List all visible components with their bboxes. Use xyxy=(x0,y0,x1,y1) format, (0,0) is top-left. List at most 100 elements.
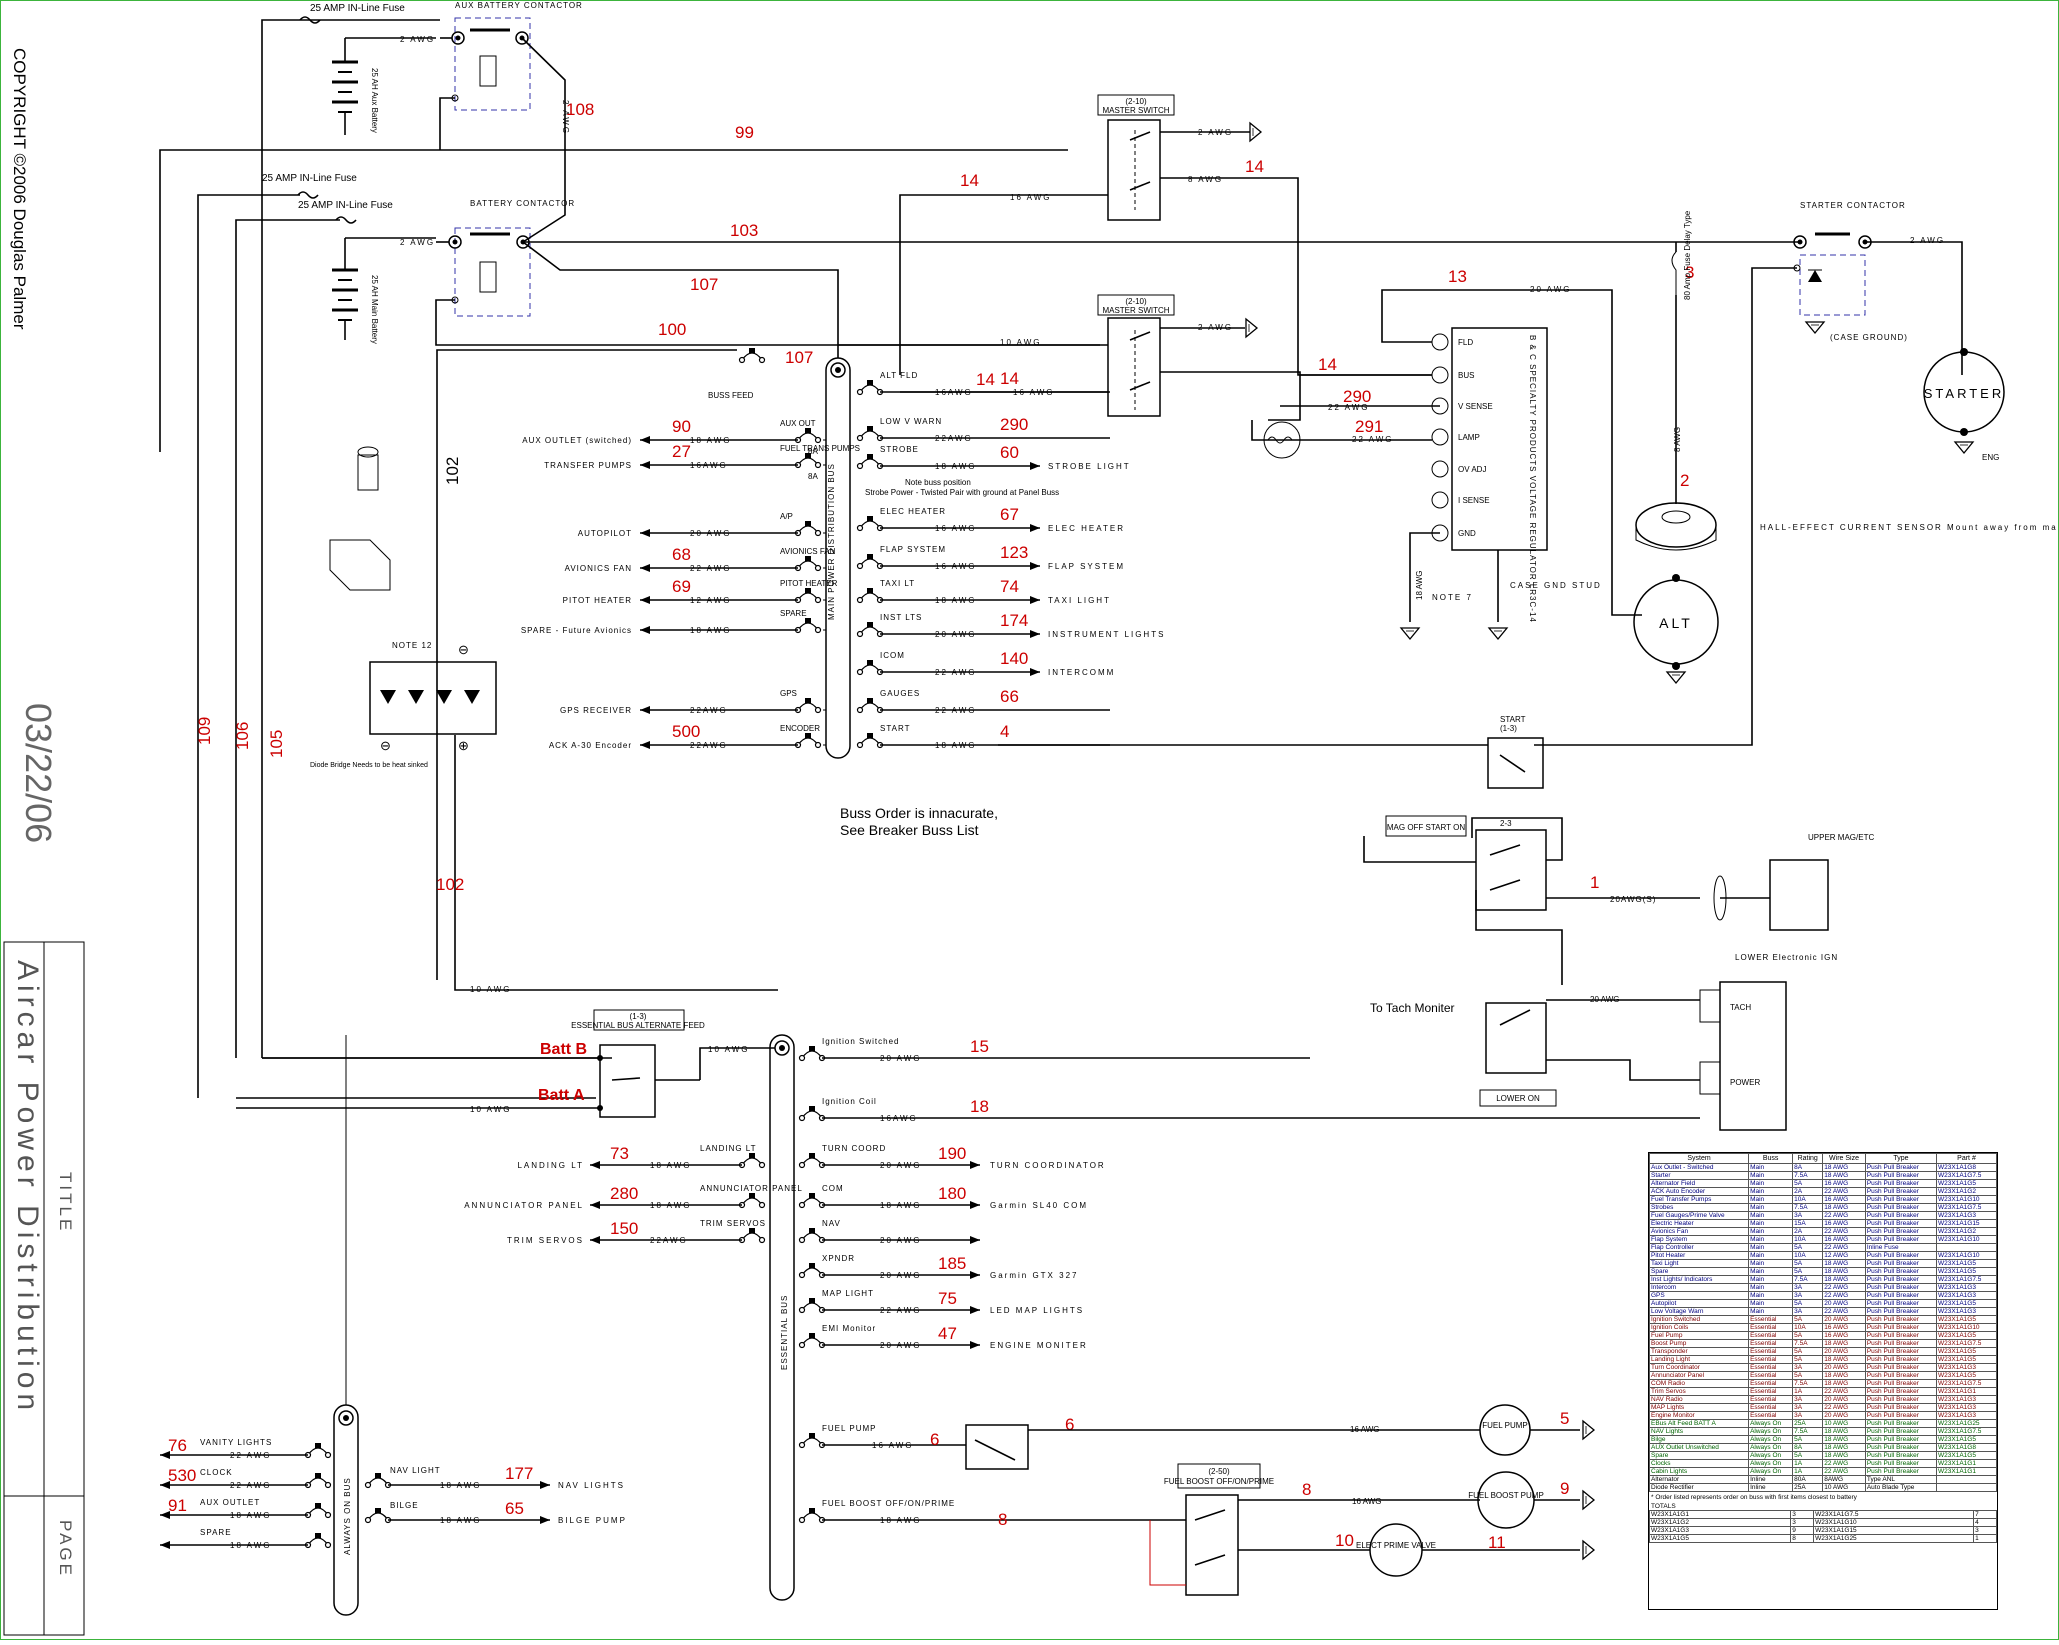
awg-label: 12 AWG xyxy=(690,596,732,605)
always-left-breaker[interactable] xyxy=(304,1502,332,1519)
fuse-aux xyxy=(299,16,321,24)
device-label: FLAP SYSTEM xyxy=(1048,562,1125,571)
always-left-breaker[interactable] xyxy=(304,1472,332,1489)
wire-105: 105 xyxy=(267,730,286,758)
ess-left-breaker[interactable] xyxy=(738,1192,766,1209)
wire-109: 109 xyxy=(195,717,214,745)
ess-right-breaker[interactable] xyxy=(798,1227,826,1244)
awg-label: 16 AWG xyxy=(935,524,977,533)
main-left-breaker[interactable] xyxy=(794,587,822,604)
wire-number: 76 xyxy=(168,1436,187,1455)
start-switch[interactable]: START (1-3) xyxy=(998,715,1544,789)
main-right-breaker[interactable] xyxy=(856,515,884,532)
ess-right-breaker[interactable] xyxy=(798,1192,826,1209)
wire-14-c: 14 xyxy=(1318,355,1337,374)
essential-alt-feed-switch[interactable]: (1-3) ESSENTIAL BUS ALTERNATE FEED xyxy=(236,1009,775,1118)
main-bus[interactable]: MAIN POWER DISTRIBUTION BUS xyxy=(825,357,851,759)
fuel-pump-module: 6 6 16 AWG FUEL PUMP 5 xyxy=(930,1404,1595,1470)
always-left-breaker[interactable] xyxy=(304,1532,332,1549)
svg-text:80 Amp Fuse Delay Type: 80 Amp Fuse Delay Type xyxy=(1683,210,1692,300)
svg-text:10 AWG: 10 AWG xyxy=(470,985,512,994)
breaker-label: FUEL TRANS PUMPS xyxy=(780,444,860,453)
essential-bus[interactable]: ESSENTIAL BUS xyxy=(769,1034,795,1601)
always-on-bus[interactable]: ALWAYS ON BUS xyxy=(333,1035,359,1616)
svg-text:START: START xyxy=(1500,715,1526,724)
svg-text:20AWG(S): 20AWG(S) xyxy=(1610,895,1656,904)
awg-label: 16AWG xyxy=(935,388,973,397)
svg-text:9: 9 xyxy=(1560,1479,1569,1498)
main-right-breaker[interactable] xyxy=(856,453,884,470)
device-label: GPS RECEIVER xyxy=(560,706,632,715)
ess-left-breaker[interactable] xyxy=(738,1227,766,1244)
svg-text:(1-3): (1-3) xyxy=(630,1012,647,1021)
always-left-breaker[interactable] xyxy=(304,1442,332,1459)
ess-right-breaker[interactable] xyxy=(798,1332,826,1349)
svg-text:16 AWG: 16 AWG xyxy=(1350,1425,1380,1434)
buss-feed-breaker[interactable] xyxy=(738,347,766,364)
breaker-label: GPS xyxy=(780,689,797,698)
svg-text:22 AWG: 22 AWG xyxy=(1328,403,1370,412)
wire-number: 66 xyxy=(1000,687,1019,706)
batt-a-label: Batt A xyxy=(538,1087,585,1104)
main-right-breaker[interactable] xyxy=(856,621,884,638)
ess-left-breaker[interactable] xyxy=(738,1152,766,1169)
main-left-breaker[interactable] xyxy=(794,732,822,749)
ess-right-breaker[interactable] xyxy=(798,1297,826,1314)
main-left-breaker[interactable] xyxy=(794,697,822,714)
main-right-breaker[interactable] xyxy=(856,659,884,676)
always-right-breaker[interactable] xyxy=(364,1507,392,1524)
svg-text:10: 10 xyxy=(1335,1531,1354,1550)
fuel-pump-breaker[interactable] xyxy=(798,1432,826,1449)
always-right-breaker[interactable] xyxy=(364,1472,392,1489)
ess-right-breaker[interactable] xyxy=(798,1262,826,1279)
awg-label: 20 AWG xyxy=(880,1161,922,1170)
main-right-breaker[interactable] xyxy=(856,379,884,396)
svg-text:5: 5 xyxy=(1560,1409,1569,1428)
main-right-breaker[interactable] xyxy=(856,553,884,570)
ess-right-breaker[interactable] xyxy=(798,1152,826,1169)
main-left-breaker[interactable] xyxy=(794,520,822,537)
wire-106: 106 xyxy=(233,722,252,750)
breaker-label: SPARE xyxy=(780,609,807,618)
wire-14-a: 14 xyxy=(960,171,979,190)
lower-ignition-switch[interactable]: LOWER ON To Tach Moniter 20 AWG xyxy=(1370,995,1700,1107)
ess-right-breaker[interactable] xyxy=(798,1045,826,1062)
svg-text:1: 1 xyxy=(1590,873,1599,892)
svg-text:8: 8 xyxy=(998,1510,1007,1529)
master-switch-1: (2-10) MASTER SWITCH xyxy=(899,94,1440,376)
fuel-boost-breaker[interactable] xyxy=(798,1507,826,1524)
main-right-breaker[interactable] xyxy=(856,697,884,714)
page-label: PAGE xyxy=(56,1520,75,1578)
wire-number: 150 xyxy=(610,1219,638,1238)
main-left-breaker[interactable] xyxy=(794,617,822,634)
svg-text:CASE GND STUD: CASE GND STUD xyxy=(1510,581,1602,590)
ess-right-breaker[interactable] xyxy=(798,1105,826,1122)
breaker-label: ANNUNCIATOR PANEL xyxy=(700,1184,803,1193)
main-right-breaker[interactable] xyxy=(856,732,884,749)
main-right-breaker[interactable] xyxy=(856,587,884,604)
main-right-breaker[interactable] xyxy=(856,425,884,442)
batt-b-label: Batt B xyxy=(540,1041,587,1058)
main-left-breaker[interactable] xyxy=(794,555,822,572)
awg-label: 18 AWG xyxy=(440,1516,482,1525)
magneto-switch[interactable]: MAG OFF START ON 2-3 20AWG(S) 1 xyxy=(1363,815,1700,985)
main-left-breaker[interactable] xyxy=(794,427,822,444)
wire-number: 73 xyxy=(610,1144,629,1163)
table-header: Part # xyxy=(1936,1153,1997,1164)
svg-text:ESSENTIAL BUS ALTERNATE FEED: ESSENTIAL BUS ALTERNATE FEED xyxy=(571,1021,705,1030)
wire-107-a: 107 xyxy=(690,275,718,294)
fuel-boost-switch[interactable]: (2-50) FUEL BOOST OFF/ON/PRIME 8 16 AWG … xyxy=(1149,1463,1595,1596)
